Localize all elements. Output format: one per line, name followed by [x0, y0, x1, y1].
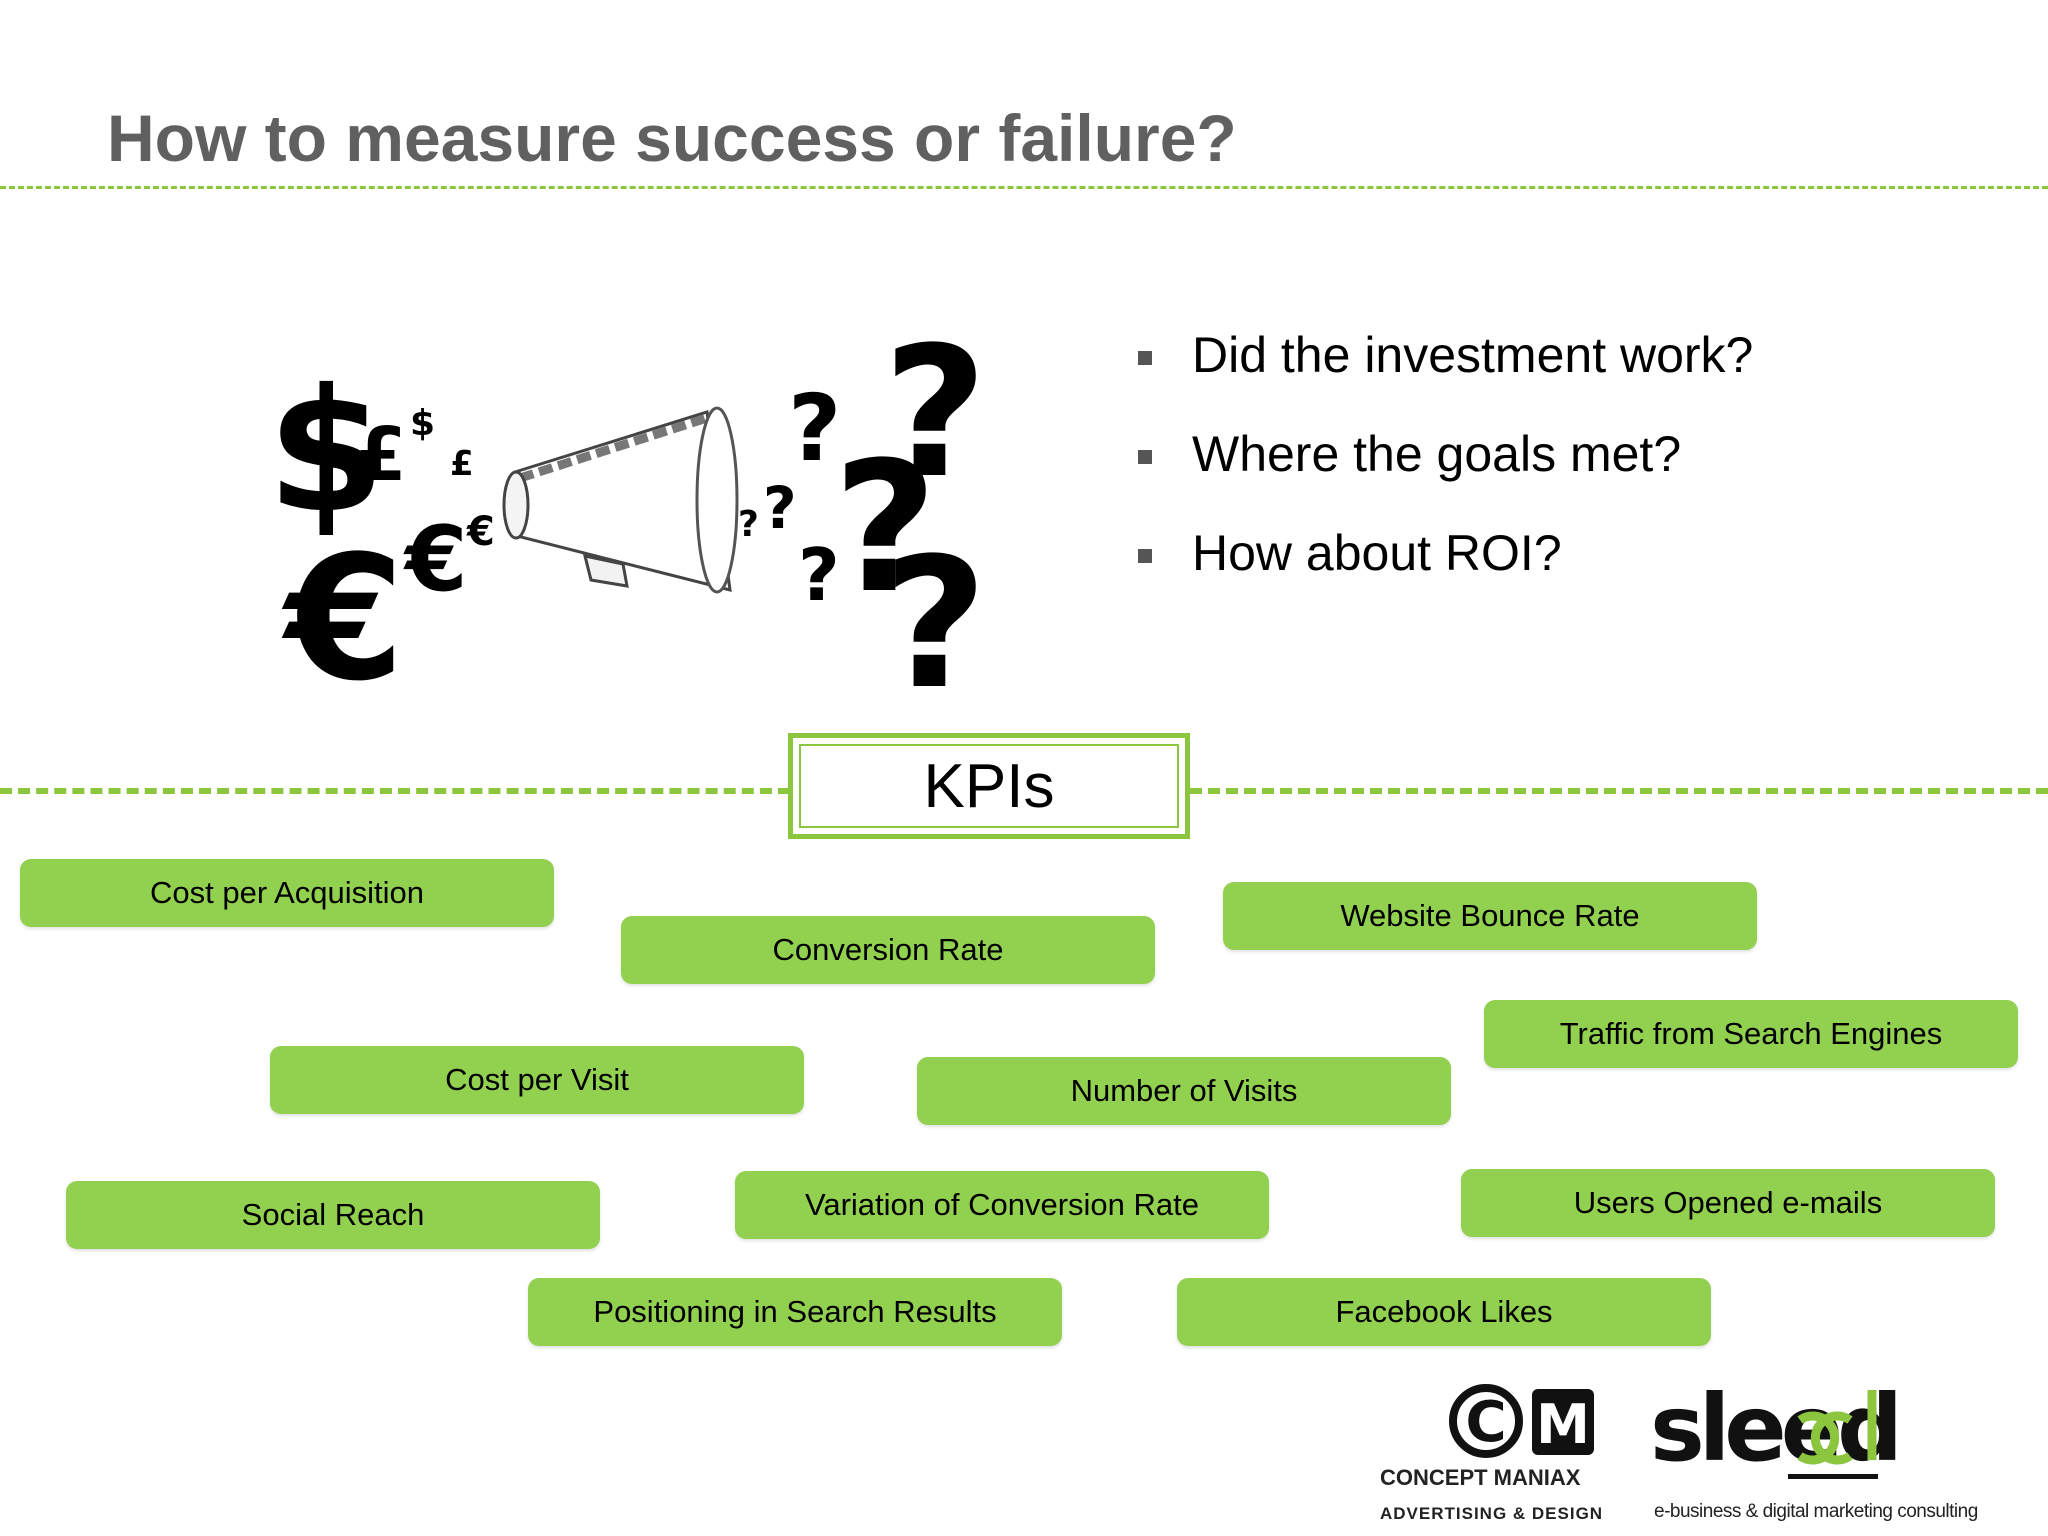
svg-text:M: M — [1536, 1393, 1590, 1456]
concept-maniax-logo: C M CONCEPT MANIAX ADVERTISING & DESIGN — [1378, 1383, 1604, 1523]
kpi-users-opened-emails: Users Opened e-mails — [1461, 1169, 1995, 1237]
question-large-2-icon: ? — [883, 309, 987, 518]
question-medium-1-icon: ? — [788, 375, 841, 482]
question-small-2-icon: ? — [763, 474, 797, 542]
square-bullet-icon — [1138, 549, 1152, 563]
kpi-cost-per-acquisition: Cost per Acquisition — [20, 859, 554, 927]
kpi-cost-per-visit: Cost per Visit — [270, 1046, 804, 1114]
concept-maniax-tagline: ADVERTISING & DESIGN — [1380, 1504, 1604, 1523]
question-small-1-icon: ? — [738, 504, 759, 545]
square-bullet-icon — [1138, 450, 1152, 464]
pound-icon: £ — [355, 412, 407, 498]
square-bullet-icon — [1138, 351, 1152, 365]
kpi-website-bounce-rate: Website Bounce Rate — [1223, 882, 1757, 950]
kpi-traffic-from-search-engines: Traffic from Search Engines — [1484, 1000, 2018, 1068]
dollar-large-icon: $ — [267, 353, 385, 551]
kpi-divider-left — [0, 788, 790, 794]
question-item: How about ROI? — [1136, 528, 1753, 578]
question-text: Did the investment work? — [1192, 327, 1754, 383]
sleed-logo: sleed e-business & digital marketing con… — [1650, 1380, 2002, 1530]
question-text: How about ROI? — [1192, 525, 1562, 581]
megaphone-icon — [502, 406, 739, 594]
kpi-positioning-in-search-results: Positioning in Search Results — [528, 1278, 1062, 1346]
question-text: Where the goals met? — [1192, 426, 1682, 482]
concept-maniax-name: CONCEPT MANIAX — [1380, 1465, 1581, 1490]
question-item: Where the goals met? — [1136, 429, 1753, 479]
money-megaphone-illustration: $ £ $ £ € € € ? ? ? ? ? ? ? — [267, 309, 987, 700]
svg-text:C: C — [1465, 1390, 1506, 1455]
question-item: Did the investment work? — [1136, 330, 1753, 380]
kpi-conversion-rate: Conversion Rate — [621, 916, 1155, 984]
kpi-divider-right — [1190, 788, 2048, 794]
question-small-3-icon: ? — [798, 533, 840, 617]
euro-small-icon: € — [466, 509, 495, 555]
kpi-facebook-likes: Facebook Likes — [1177, 1278, 1711, 1346]
svg-text:sleed: sleed — [1650, 1380, 1897, 1480]
pound-small-icon: £ — [450, 444, 474, 484]
sleed-wordmark: sleed — [1650, 1380, 1903, 1480]
kpi-heading: KPIs — [799, 744, 1179, 828]
slide-title: How to measure success or failure? — [107, 101, 1237, 175]
sleed-tagline: e-business & digital marketing consultin… — [1654, 1501, 1978, 1522]
dollar-small-icon: $ — [410, 403, 435, 444]
kpi-number-of-visits: Number of Visits — [917, 1057, 1451, 1125]
kpi-heading-box: KPIs — [788, 733, 1190, 839]
euro-large-icon: € — [281, 518, 405, 700]
kpi-social-reach: Social Reach — [66, 1181, 600, 1249]
title-divider — [0, 186, 2048, 189]
euro-medium-icon: € — [403, 507, 468, 612]
concept-maniax-mark: C M — [1449, 1384, 1594, 1458]
question-list: Did the investment work? Where the goals… — [1136, 330, 1753, 627]
question-large-1-icon: ? — [833, 424, 937, 633]
question-large-3-icon: ? — [883, 520, 987, 700]
kpi-variation-of-conversion-rate: Variation of Conversion Rate — [735, 1171, 1269, 1239]
